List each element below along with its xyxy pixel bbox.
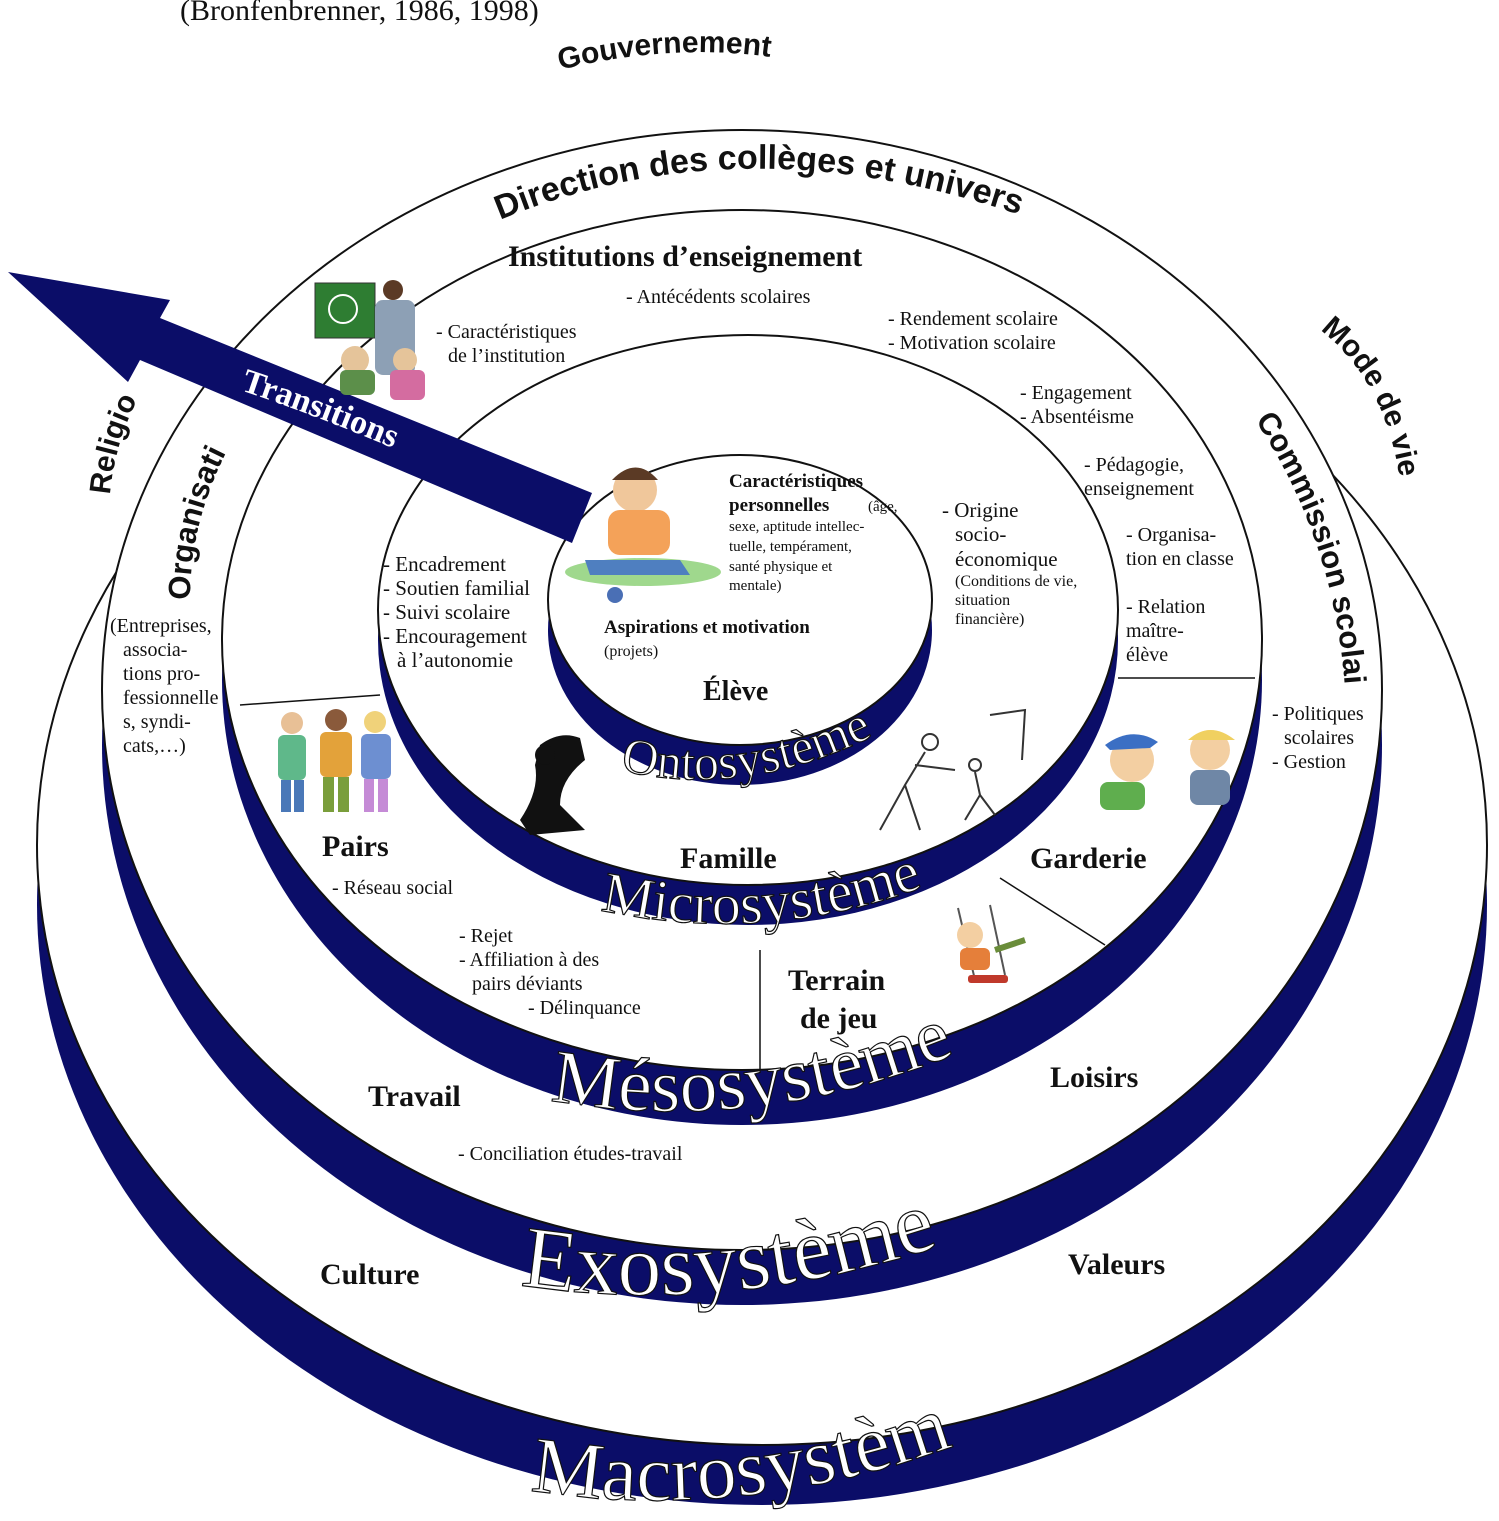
famille-items: - Encadrement - Soutien familial - Suivi… bbox=[383, 552, 530, 672]
svg-text:- Encadrement: - Encadrement bbox=[383, 552, 506, 576]
pairs-title: Pairs bbox=[322, 830, 389, 863]
svg-text:(Conditions de vie,: (Conditions de vie, bbox=[955, 573, 1077, 590]
svg-text:- Rendement scolaire: - Rendement scolaire bbox=[888, 308, 1058, 330]
loisirs-title: Loisirs bbox=[1050, 1061, 1138, 1094]
ontosystem-ring bbox=[547, 454, 933, 785]
svg-text:- Origine: - Origine bbox=[942, 498, 1018, 522]
svg-text:tuelle, tempérament,: tuelle, tempérament, bbox=[729, 539, 852, 555]
eleve-section: Caractéristiques personnelles (âge, sexe… bbox=[604, 471, 898, 707]
svg-text:- Politiques: - Politiques bbox=[1272, 703, 1364, 725]
svg-text:(projets): (projets) bbox=[604, 643, 658, 660]
svg-text:- Délinquance: - Délinquance bbox=[528, 997, 641, 1019]
svg-text:à l’autonomie: à l’autonomie bbox=[397, 648, 513, 672]
transitions-arrow bbox=[8, 272, 592, 543]
svg-text:- Réseau social: - Réseau social bbox=[332, 877, 454, 899]
svg-text:s, syndi-: s, syndi- bbox=[123, 711, 191, 733]
students-group-icon bbox=[278, 709, 391, 812]
svg-text:(âge,: (âge, bbox=[868, 499, 898, 515]
father-child-icon bbox=[879, 708, 1027, 831]
svg-text:- Rejet: - Rejet bbox=[459, 925, 513, 947]
institutions-title: Institutions d’enseignement bbox=[508, 240, 862, 273]
svg-text:pairs déviants: pairs déviants bbox=[472, 973, 583, 995]
commission-detail: - Politiques scolaires - Gestion bbox=[1272, 703, 1364, 773]
svg-text:fessionnelle: fessionnelle bbox=[123, 687, 219, 709]
svg-text:personnelles: personnelles bbox=[729, 495, 829, 516]
svg-text:(Entreprises,: (Entreprises, bbox=[110, 615, 212, 637]
origine-socio: - Origine socio- économique (Conditions … bbox=[942, 498, 1077, 628]
label-gouvernement: Gouvernement bbox=[554, 26, 773, 77]
svg-text:- Suivi scolaire: - Suivi scolaire bbox=[383, 600, 510, 624]
eleve-title: Élève bbox=[703, 676, 768, 707]
svg-text:associa-: associa- bbox=[123, 639, 187, 661]
svg-text:enseignement: enseignement bbox=[1084, 478, 1194, 500]
culture-title: Culture bbox=[320, 1258, 419, 1291]
garderie-title: Garderie bbox=[1030, 842, 1147, 875]
photographer-icon bbox=[520, 735, 585, 835]
svg-text:sexe, aptitude intellec-: sexe, aptitude intellec- bbox=[729, 519, 864, 535]
famille-title: Famille bbox=[680, 842, 777, 875]
svg-text:- Affiliation à des: - Affiliation à des bbox=[459, 949, 599, 971]
child-sitting-icon bbox=[565, 467, 721, 603]
svg-text:santé physique et: santé physique et bbox=[729, 559, 833, 575]
svg-text:socio-: socio- bbox=[955, 522, 1006, 546]
svg-text:situation: situation bbox=[955, 592, 1010, 609]
svg-text:- Pédagogie,: - Pédagogie, bbox=[1084, 454, 1184, 476]
segment-dividers bbox=[239, 677, 1255, 1070]
segment-labels: Famille Pairs Garderie Terrain de jeu Tr… bbox=[320, 830, 1165, 1291]
svg-text:scolaires: scolaires bbox=[1284, 727, 1354, 749]
conciliation-text: - Conciliation études-travail bbox=[458, 1143, 683, 1165]
svg-text:- Gestion: - Gestion bbox=[1272, 751, 1346, 773]
label-religion: Religion bbox=[0, 0, 144, 496]
svg-text:de l’institution: de l’institution bbox=[448, 345, 565, 367]
label-mode-de-vie: Mode de vie bbox=[1316, 310, 1426, 478]
svg-text:élève: élève bbox=[1126, 644, 1168, 666]
svg-text:mentale): mentale) bbox=[729, 578, 781, 594]
citation: (Bronfenbrenner, 1986, 1998) bbox=[180, 0, 539, 27]
children-playing-icon bbox=[1100, 730, 1235, 810]
svg-text:tion en classe: tion en classe bbox=[1126, 548, 1234, 570]
svg-text:- Antécédents scolaires: - Antécédents scolaires bbox=[626, 286, 811, 308]
teacher-classroom-icon bbox=[314, 280, 425, 400]
svg-text:- Relation: - Relation bbox=[1126, 596, 1205, 618]
svg-text:- Organisa-: - Organisa- bbox=[1126, 524, 1216, 546]
terrain-title-2: de jeu bbox=[800, 1002, 878, 1035]
child-swing-icon bbox=[957, 904, 1026, 983]
pairs-items: - Réseau social - Rejet - Affiliation à … bbox=[332, 877, 641, 1019]
terrain-title-1: Terrain bbox=[788, 964, 886, 997]
svg-text:- Motivation scolaire: - Motivation scolaire bbox=[888, 332, 1056, 354]
svg-text:- Caractéristiques: - Caractéristiques bbox=[436, 321, 577, 343]
organisations-detail: (Entreprises, associa- tions pro- fessio… bbox=[110, 615, 219, 757]
svg-text:- Soutien familial: - Soutien familial bbox=[383, 576, 530, 600]
institutions-section: Institutions d’enseignement - Antécédent… bbox=[436, 240, 1234, 666]
svg-text:cats,…): cats,…) bbox=[123, 735, 186, 757]
svg-text:tions pro-: tions pro- bbox=[123, 663, 200, 685]
svg-text:économique: économique bbox=[955, 547, 1058, 571]
svg-text:- Encouragement: - Encouragement bbox=[383, 624, 527, 648]
svg-text:maître-: maître- bbox=[1126, 620, 1184, 642]
travail-title: Travail bbox=[368, 1080, 461, 1113]
svg-text:- Engagement: - Engagement bbox=[1020, 382, 1132, 404]
svg-text:financière): financière) bbox=[955, 611, 1024, 628]
valeurs-title: Valeurs bbox=[1068, 1248, 1165, 1281]
svg-text:- Absentéisme: - Absentéisme bbox=[1020, 406, 1134, 428]
svg-text:Aspirations et motivation: Aspirations et motivation bbox=[604, 617, 810, 638]
svg-text:Caractéristiques: Caractéristiques bbox=[729, 471, 863, 492]
